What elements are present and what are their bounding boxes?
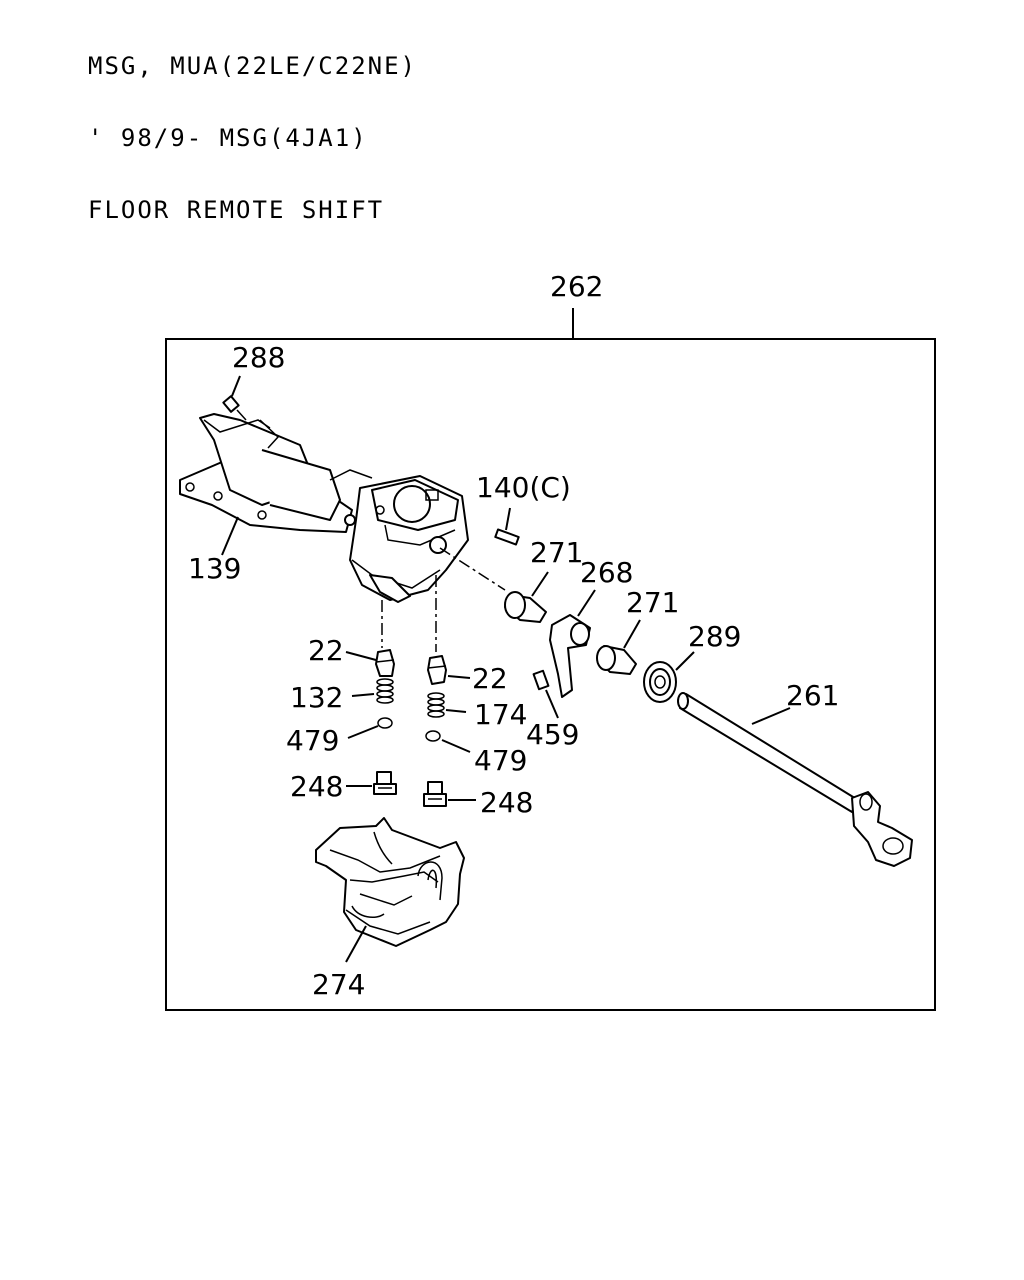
leader-174	[445, 709, 467, 713]
callout-174: 174	[474, 698, 527, 731]
header-line-1: MSG, MUA(22LE/C22NE)	[88, 52, 417, 80]
part-459-pin	[532, 669, 550, 691]
part-22b-detent	[427, 655, 447, 685]
leader-289	[675, 651, 695, 671]
part-shift-block	[344, 475, 469, 603]
leader-22b	[447, 675, 471, 679]
leader-268	[577, 589, 596, 617]
callout-140c: 140(C)	[476, 471, 571, 504]
diagram-header: MSG, MUA(22LE/C22NE) ' 98/9- MSG(4JA1) F…	[88, 6, 417, 246]
callout-271b: 271	[626, 586, 679, 619]
axis-line-shaft	[439, 547, 506, 591]
callout-248b: 248	[480, 786, 533, 819]
callout-261: 261	[786, 679, 839, 712]
callout-22b: 22	[472, 662, 508, 695]
leader-479b	[441, 739, 471, 753]
leader-271b	[623, 619, 641, 649]
part-268-lever	[549, 614, 591, 698]
part-289-bearing	[643, 661, 677, 703]
callout-268: 268	[580, 556, 633, 589]
part-248a-plug	[373, 771, 397, 795]
header-line-3: FLOOR REMOTE SHIFT	[88, 196, 385, 224]
part-139-housing	[179, 413, 373, 533]
assembly-frame	[165, 338, 936, 1011]
part-271b-bushing	[596, 645, 637, 675]
callout-274: 274	[312, 968, 365, 1001]
leader-140c	[505, 507, 511, 531]
leader-479a	[347, 725, 379, 739]
callout-459: 459	[526, 718, 579, 751]
leader-288	[231, 375, 241, 397]
part-288-screw	[222, 395, 247, 421]
leader-139	[221, 516, 239, 556]
part-140c-pin	[494, 528, 520, 546]
leader-22a	[345, 651, 377, 661]
callout-139: 139	[188, 552, 241, 585]
callout-262: 262	[550, 270, 603, 303]
callout-132: 132	[290, 681, 343, 714]
part-479b-oring	[425, 730, 441, 742]
part-274-cover	[315, 817, 465, 947]
part-248b-plug	[423, 781, 447, 807]
part-271a-bushing	[504, 591, 547, 623]
part-479a-oring	[377, 717, 393, 729]
leader-459	[545, 689, 559, 719]
callout-289: 289	[688, 620, 741, 653]
part-22a-detent	[375, 649, 395, 677]
part-132-spring	[376, 678, 394, 704]
header-line-2: ' 98/9- MSG(4JA1)	[88, 124, 368, 152]
callout-248a: 248	[290, 770, 343, 803]
part-174-spring	[427, 692, 445, 718]
leader-261	[751, 707, 791, 725]
part-261-shaft	[677, 692, 913, 867]
callout-22a: 22	[308, 634, 344, 667]
leader-274	[345, 925, 367, 963]
leader-271a	[531, 571, 549, 597]
callout-479b: 479	[474, 744, 527, 777]
leader-132	[351, 693, 375, 697]
callout-271a: 271	[530, 536, 583, 569]
callout-288: 288	[232, 341, 285, 374]
callout-479a: 479	[286, 724, 339, 757]
